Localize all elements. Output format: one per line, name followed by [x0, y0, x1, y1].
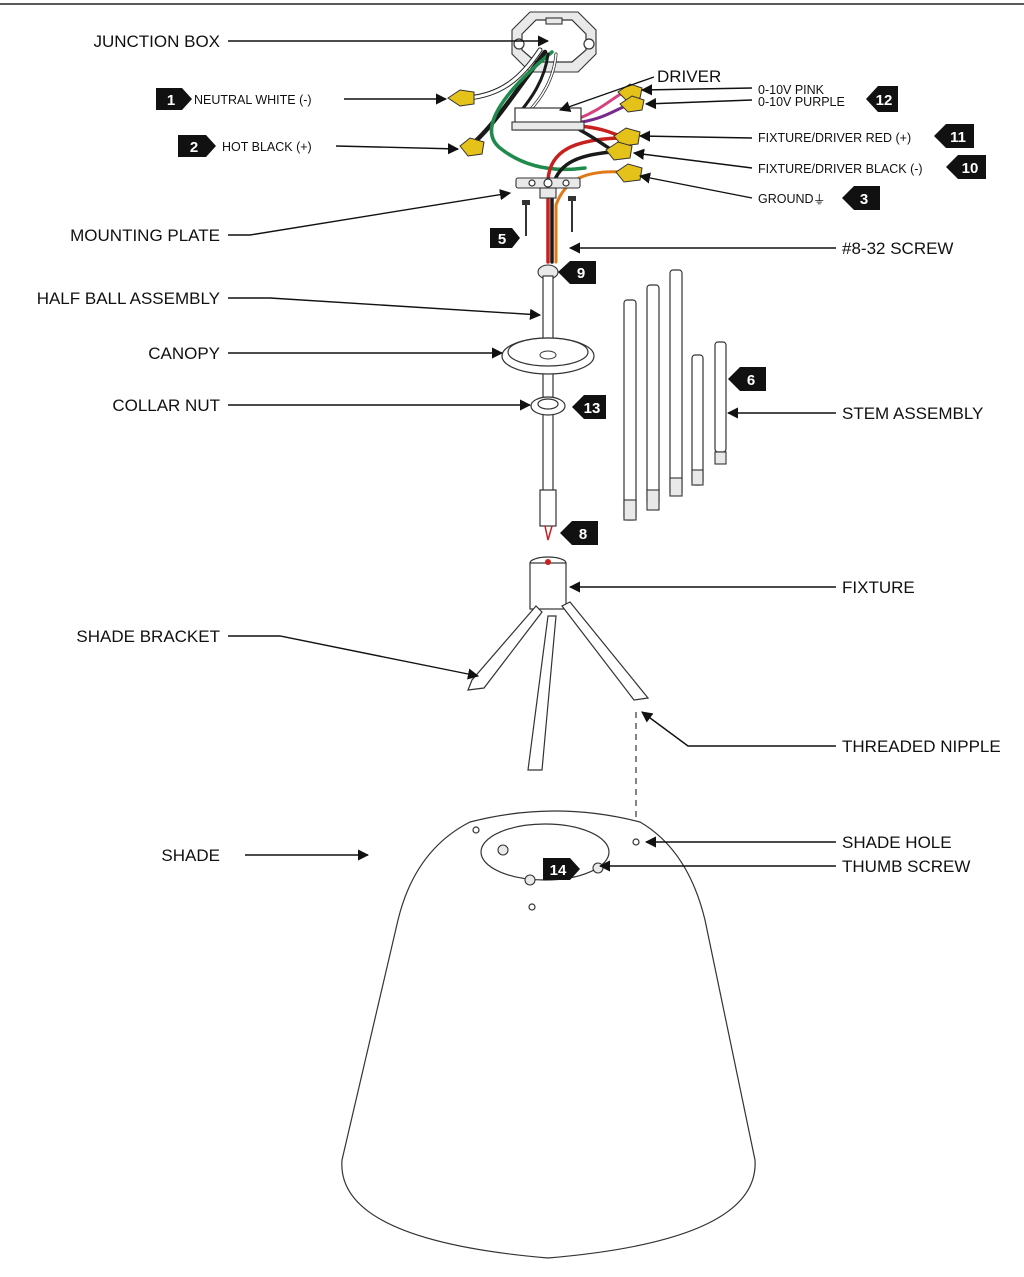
stem-assembly-rods	[623, 269, 727, 521]
shade	[341, 810, 756, 1259]
mounting-screws	[522, 196, 576, 236]
step-tag-13: 13	[572, 395, 606, 419]
label-ground: GROUND	[758, 192, 814, 206]
label-half-ball-assembly: HALF BALL ASSEMBLY	[37, 289, 220, 308]
step-tag-11: 11	[934, 124, 974, 148]
svg-text:14: 14	[550, 862, 567, 879]
step-tag-14: 14	[543, 858, 580, 880]
canopy	[501, 337, 595, 375]
wire-nuts	[447, 83, 645, 183]
label-collar-nut: COLLAR NUT	[112, 396, 220, 415]
label-shade: SHADE	[161, 846, 220, 865]
step-tag-8: 8	[560, 521, 598, 545]
step-tag-10: 10	[946, 155, 986, 179]
svg-text:1: 1	[167, 92, 175, 109]
label-stem-assembly: STEM ASSEMBLY	[842, 404, 983, 423]
collar-nut	[530, 396, 566, 416]
step-tag-6: 6	[728, 367, 766, 391]
svg-text:11: 11	[950, 129, 966, 146]
svg-text:9: 9	[577, 265, 585, 282]
shade-bracket	[467, 601, 650, 771]
svg-text:10: 10	[962, 160, 979, 177]
step-tag-5: 5	[490, 228, 520, 248]
fixture	[529, 556, 567, 610]
svg-text:8: 8	[579, 526, 587, 543]
step-tag-2: 2	[178, 135, 216, 157]
label-junction-box: JUNCTION BOX	[93, 32, 220, 51]
leader-lines	[228, 35, 836, 872]
label-fixture-driver-black: FIXTURE/DRIVER BLACK (-)	[758, 162, 923, 176]
svg-text:2: 2	[190, 139, 198, 156]
label-pink: 0-10V PINK	[758, 83, 825, 97]
label-fixture-driver-red: FIXTURE/DRIVER RED (+)	[758, 131, 911, 145]
step-tags: 1 2 12 11 10 3 5	[156, 86, 986, 880]
label-hot-black: HOT BLACK (+)	[222, 140, 312, 154]
mounting-plate	[515, 177, 581, 199]
svg-text:13: 13	[584, 400, 601, 417]
driver	[511, 107, 585, 131]
svg-text:6: 6	[747, 372, 755, 389]
step-tag-9: 9	[558, 261, 596, 284]
step-tag-1: 1	[156, 88, 192, 110]
svg-text:12: 12	[876, 92, 893, 109]
label-mounting-plate: MOUNTING PLATE	[70, 226, 220, 245]
label-canopy: CANOPY	[148, 344, 220, 363]
svg-text:5: 5	[498, 231, 506, 248]
step-tag-12: 12	[866, 86, 898, 112]
half-ball-assembly	[537, 264, 559, 541]
label-driver: DRIVER	[657, 67, 721, 86]
label-purple: 0-10V PURPLE	[758, 95, 845, 109]
label-shade-bracket: SHADE BRACKET	[76, 627, 220, 646]
label-screw: #8-32 SCREW	[842, 239, 953, 258]
labels: JUNCTION BOX NEUTRAL WHITE (-) HOT BLACK…	[37, 32, 1001, 876]
svg-text:3: 3	[860, 191, 868, 208]
label-neutral-white: NEUTRAL WHITE (-)	[194, 93, 312, 107]
step-tag-3: 3	[842, 186, 880, 210]
label-fixture: FIXTURE	[842, 578, 915, 597]
label-shade-hole: SHADE HOLE	[842, 833, 952, 852]
label-thumb-screw: THUMB SCREW	[842, 857, 970, 876]
label-threaded-nipple: THREADED NIPPLE	[842, 737, 1001, 756]
ground-symbol-icon: ⏚	[813, 193, 826, 207]
